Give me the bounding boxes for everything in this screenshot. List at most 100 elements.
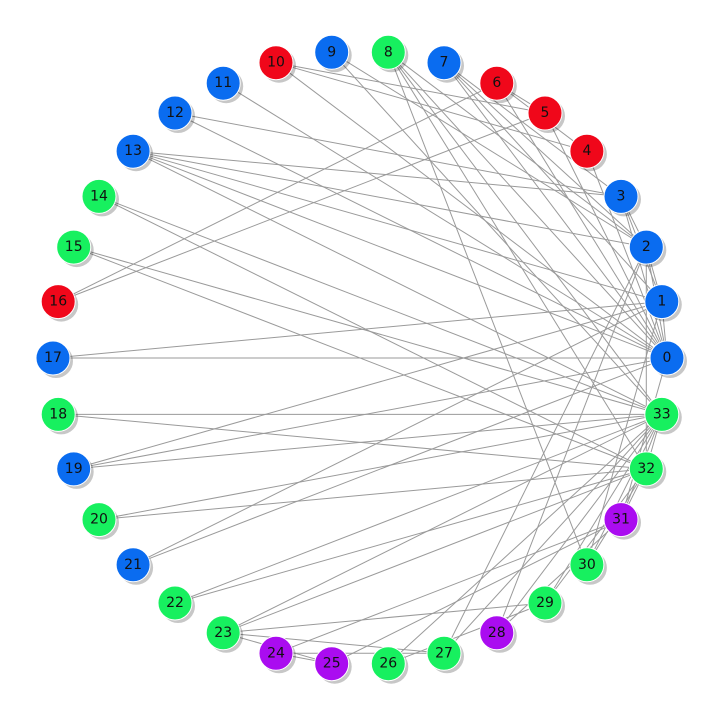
node-7: 7 <box>426 45 464 83</box>
node-label: 14 <box>90 188 108 204</box>
edge-0-6 <box>496 82 668 359</box>
node-6: 6 <box>479 65 517 104</box>
node-label: 5 <box>541 105 550 121</box>
node-29: 29 <box>527 585 565 623</box>
node-circle <box>628 229 664 265</box>
node-33: 33 <box>644 396 682 435</box>
node-circle <box>370 34 406 70</box>
edge-29-33 <box>544 414 663 604</box>
node-24: 24 <box>258 635 296 674</box>
edges-layer <box>52 51 668 665</box>
node-circle <box>479 615 515 651</box>
edge-0-12 <box>174 112 668 359</box>
node-label: 21 <box>124 557 142 573</box>
node-label: 16 <box>49 294 67 310</box>
edge-2-7 <box>443 62 647 248</box>
node-9: 9 <box>314 34 352 73</box>
edge-3-12 <box>174 112 622 197</box>
node-circle <box>628 451 664 487</box>
node-circle <box>56 451 92 487</box>
edge-0-7 <box>443 62 668 359</box>
node-11: 11 <box>205 65 244 104</box>
node-circle <box>115 547 151 583</box>
edge-23-33 <box>222 413 663 634</box>
edge-2-13 <box>133 150 647 248</box>
node-circle <box>40 396 76 432</box>
node-label: 17 <box>44 350 62 366</box>
node-label: 22 <box>166 595 184 611</box>
edge-0-21 <box>132 357 668 566</box>
node-17: 17 <box>35 340 73 378</box>
node-27: 27 <box>426 635 464 674</box>
node-circle <box>426 635 462 671</box>
node-10: 10 <box>258 45 296 83</box>
node-25: 25 <box>314 646 352 684</box>
edge-23-27 <box>223 632 445 654</box>
node-28: 28 <box>479 615 517 653</box>
edge-1-19 <box>73 301 662 470</box>
node-circle <box>603 178 639 214</box>
node-circle <box>40 284 76 320</box>
node-circle <box>115 133 151 169</box>
node-5: 5 <box>527 95 565 133</box>
node-label: 20 <box>90 512 108 528</box>
edge-28-33 <box>496 414 663 634</box>
node-18: 18 <box>40 396 79 435</box>
edge-0-19 <box>73 357 668 470</box>
node-0: 0 <box>649 340 687 378</box>
node-circle <box>205 65 241 101</box>
node-circle <box>603 502 639 538</box>
edge-19-33 <box>73 413 662 470</box>
node-label: 1 <box>657 294 666 310</box>
edge-20-33 <box>98 413 662 521</box>
node-circle <box>527 585 563 621</box>
edge-0-3 <box>620 196 668 359</box>
node-label: 27 <box>435 645 453 661</box>
node-13: 13 <box>115 133 154 172</box>
edge-14-33 <box>98 195 662 415</box>
edge-26-33 <box>387 414 663 665</box>
edge-30-33 <box>586 414 663 566</box>
edge-24-31 <box>275 519 622 654</box>
node-23: 23 <box>205 615 244 653</box>
node-label: 23 <box>214 625 232 641</box>
node-label: 33 <box>653 406 671 422</box>
node-circle <box>258 635 294 671</box>
node-4: 4 <box>569 133 607 172</box>
edge-23-29 <box>223 602 546 634</box>
node-19: 19 <box>56 451 94 489</box>
edge-0-4 <box>586 151 668 359</box>
node-26: 26 <box>370 646 409 684</box>
edge-2-27 <box>443 246 647 654</box>
edge-3-13 <box>133 150 622 197</box>
node-16: 16 <box>40 284 79 322</box>
node-circle <box>644 396 680 432</box>
node-label: 0 <box>663 350 672 366</box>
node-20: 20 <box>81 502 119 540</box>
node-label: 7 <box>440 55 449 71</box>
edge-26-29 <box>388 602 546 665</box>
node-label: 12 <box>166 105 184 121</box>
node-label: 13 <box>124 143 142 159</box>
node-label: 19 <box>65 461 83 477</box>
edge-2-8 <box>387 51 647 248</box>
node-circle <box>205 615 241 651</box>
edge-15-32 <box>73 246 647 470</box>
node-label: 28 <box>488 625 506 641</box>
node-circle <box>426 45 462 81</box>
node-label: 30 <box>578 557 596 573</box>
edge-5-16 <box>58 112 546 303</box>
edge-25-31 <box>331 519 622 665</box>
node-circle <box>644 284 680 320</box>
node-21: 21 <box>115 547 154 585</box>
edge-6-16 <box>57 82 498 303</box>
edge-22-33 <box>174 413 662 604</box>
edge-1-21 <box>132 301 663 566</box>
edge-9-33 <box>331 51 663 415</box>
edge-1-13 <box>132 150 662 303</box>
edge-2-9 <box>331 51 647 248</box>
edge-20-32 <box>98 468 647 521</box>
node-label: 9 <box>327 44 336 60</box>
node-label: 8 <box>384 44 393 60</box>
